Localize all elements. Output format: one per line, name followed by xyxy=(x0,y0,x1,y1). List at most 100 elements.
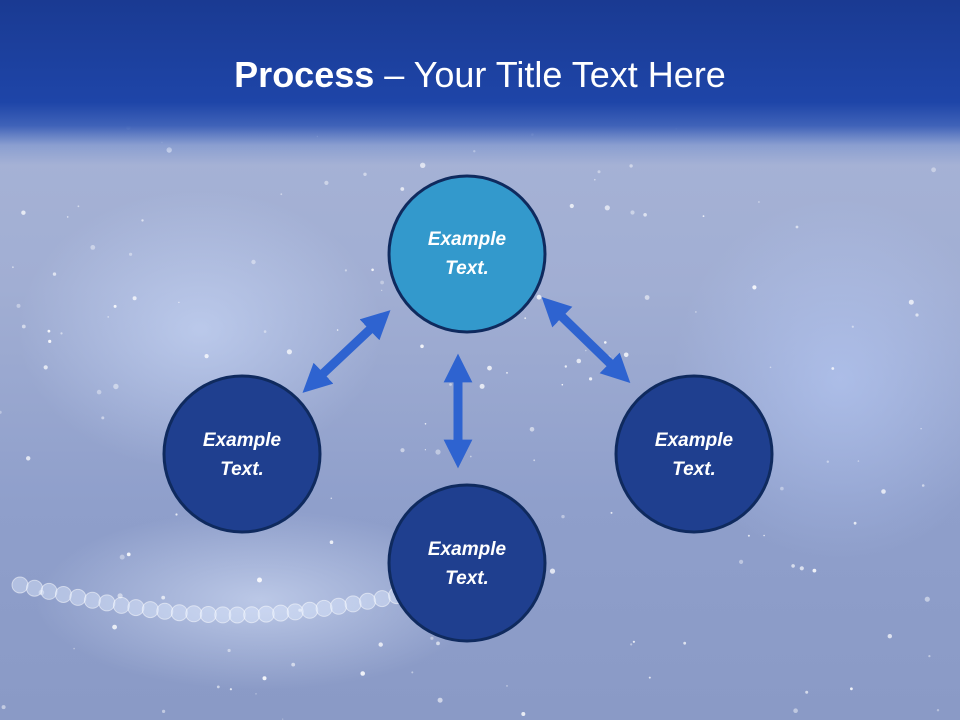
sparkle-dot xyxy=(795,225,799,229)
sparkle-dot xyxy=(536,294,542,300)
sparkle-dot xyxy=(129,252,133,256)
sparkle-dot xyxy=(887,634,892,639)
sparkle-dot xyxy=(436,641,440,646)
sparkle-dot xyxy=(400,187,405,191)
sparkle-dot xyxy=(324,180,329,185)
sparkle-dot xyxy=(162,709,166,714)
node-top-line1: Example xyxy=(427,229,507,250)
node-label-right: Example Text. xyxy=(619,426,769,484)
sparkle-dot xyxy=(915,313,919,317)
sparkle-dot xyxy=(643,213,647,217)
sparkle-dot xyxy=(549,568,556,574)
sparkle-dot xyxy=(529,427,535,432)
sparkle-dot xyxy=(380,280,384,285)
sparkle-dot xyxy=(282,718,284,720)
pearl-bead xyxy=(214,606,232,624)
pearl-bead xyxy=(330,597,348,615)
pearl-bead xyxy=(286,603,304,621)
node-label-bottom: Example Text. xyxy=(392,535,542,593)
node-circle-left[interactable] xyxy=(162,374,322,534)
sparkle-dot xyxy=(763,534,765,537)
pearl-bead xyxy=(243,606,261,624)
sparkle-dot xyxy=(924,596,930,602)
sparkle-dot xyxy=(329,540,334,544)
sparkle-dot xyxy=(702,215,705,218)
sparkle-dot xyxy=(683,641,687,645)
sparkle-dot xyxy=(26,456,31,461)
node-circle-right[interactable] xyxy=(614,374,774,534)
sparkle-dot xyxy=(107,316,109,318)
sparkle-dot xyxy=(77,205,80,208)
sparkle-dot xyxy=(21,324,26,329)
sparkle-dot xyxy=(644,295,650,300)
pearl-bead xyxy=(156,602,174,620)
sparkle-dot xyxy=(21,210,26,215)
sparkle-dot xyxy=(769,366,772,369)
pearl-bead xyxy=(257,605,275,623)
pearl-bead xyxy=(141,601,159,619)
sparkle-dot xyxy=(204,354,209,359)
sparkle-dot xyxy=(437,697,443,703)
sparkle-dot xyxy=(632,640,636,643)
pearl-bead xyxy=(54,586,72,603)
slide-title[interactable]: Process – Your Title Text Here xyxy=(0,52,960,98)
sparkle-dot xyxy=(908,299,914,305)
sparkle-dot xyxy=(12,266,14,269)
sparkle-dot xyxy=(141,219,144,222)
sparkle-dot xyxy=(424,423,427,425)
pearl-bead xyxy=(301,601,319,619)
sparkle-dot xyxy=(857,460,860,462)
sparkle-dot xyxy=(629,164,633,168)
node-top-line2: Text. xyxy=(445,258,489,279)
sparkle-dot xyxy=(533,459,536,462)
sparkle-dot xyxy=(227,648,231,653)
sparkle-dot xyxy=(752,285,757,290)
sparkle-dot xyxy=(381,289,383,291)
sparkle-dot xyxy=(286,349,292,355)
sparkle-dot xyxy=(831,367,835,370)
sparkle-dot xyxy=(561,514,565,519)
sparkle-dot xyxy=(280,193,283,196)
sparkle-dot xyxy=(47,329,51,333)
sparkle-dot xyxy=(853,521,857,525)
pearl-bead xyxy=(315,599,333,617)
pearl-bead xyxy=(69,588,87,606)
sparkle-dot xyxy=(791,564,795,568)
title-bold-part: Process xyxy=(234,54,375,95)
sparkle-dot xyxy=(812,568,817,573)
sparkle-dot xyxy=(251,259,256,265)
sparkle-dot xyxy=(799,566,804,571)
sparkle-dot xyxy=(411,671,414,674)
sparkle-dot xyxy=(850,687,853,691)
sparkle-dot xyxy=(881,489,886,494)
sparkle-dot xyxy=(610,511,613,514)
sparkle-dot xyxy=(73,647,75,650)
sparkle-dot xyxy=(780,486,784,491)
sparkle-dot xyxy=(569,203,574,209)
arrow-top-right xyxy=(541,296,631,384)
node-label-left: Example Text. xyxy=(167,426,317,484)
node-bottom-line1: Example xyxy=(427,539,507,560)
sparkle-dot xyxy=(112,624,117,630)
node-label-top: Example Text. xyxy=(392,225,542,283)
sparkle-dot xyxy=(90,245,96,250)
sparkle-dot xyxy=(175,513,178,516)
sparkle-dot xyxy=(0,410,2,414)
node-right-line1: Example xyxy=(654,430,734,451)
node-circle-bottom[interactable] xyxy=(387,483,547,643)
sparkle-dot xyxy=(936,709,940,712)
sparkle-dot xyxy=(48,339,52,343)
pearl-bead xyxy=(373,590,391,608)
sparkle-dot xyxy=(597,170,601,174)
sparkle-dot xyxy=(119,554,125,560)
sparkle-dot xyxy=(739,559,744,565)
title-banner xyxy=(0,0,960,165)
pearl-bead xyxy=(127,599,145,617)
node-circle-top[interactable] xyxy=(387,174,547,334)
sparkle-dot xyxy=(931,167,936,173)
sparkle-dot xyxy=(101,416,105,420)
sparkle-dot xyxy=(524,317,527,320)
node-left-line1: Example xyxy=(202,430,282,451)
